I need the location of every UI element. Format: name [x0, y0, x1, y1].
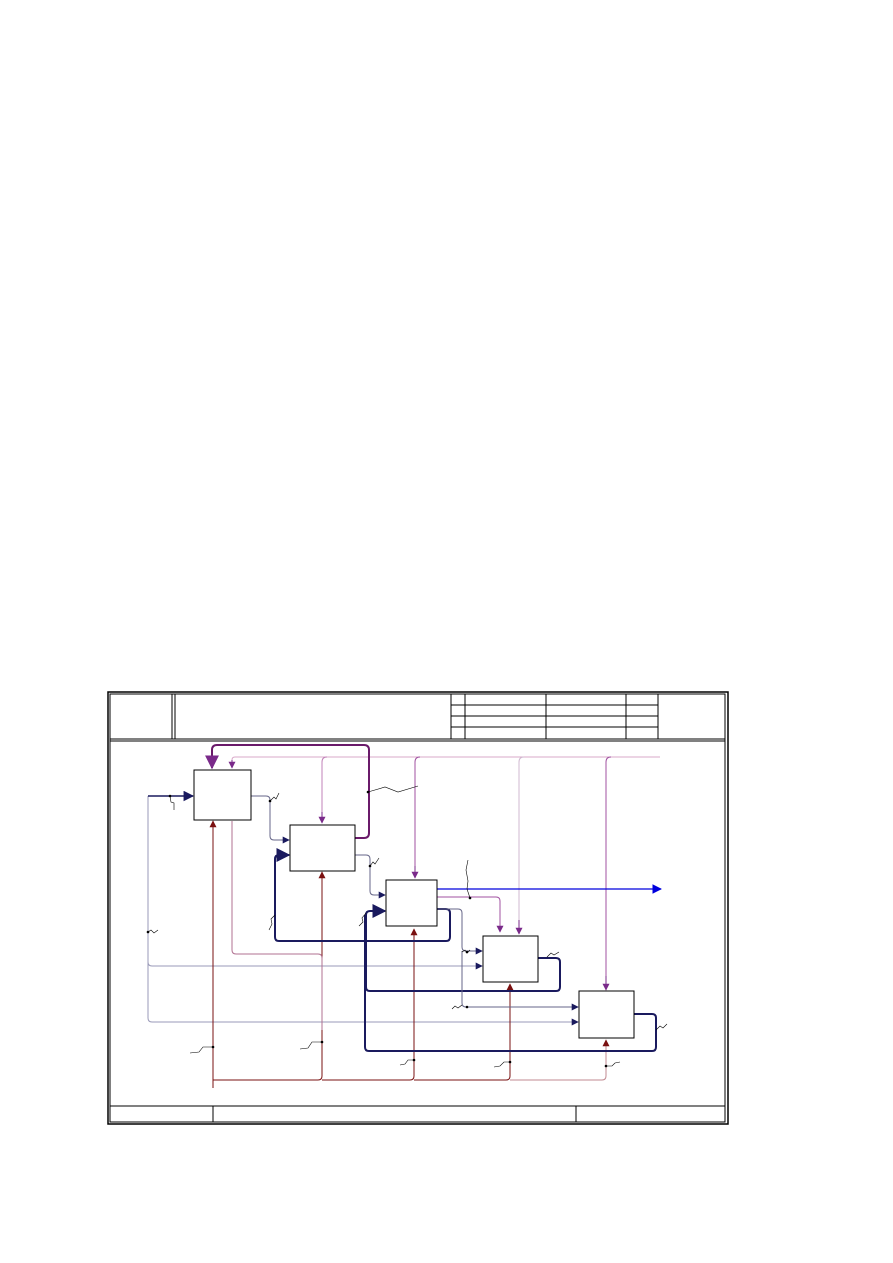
mechanism-loop-a1: [231, 821, 323, 1030]
label-leaders: [146, 785, 668, 1068]
activity-box-a2[interactable]: [289, 824, 356, 872]
diagram-frame: [107, 691, 729, 1125]
activity-box-a5[interactable]: [578, 990, 635, 1039]
gray-input-lines: [147, 796, 573, 1023]
activity-box-a1[interactable]: [193, 769, 252, 821]
activity-boxes: [193, 769, 635, 1039]
mechanism-lines: [209, 820, 610, 1088]
activity-box-a3[interactable]: [385, 879, 438, 927]
light-control-lines: [231, 756, 660, 988]
feedback-loop-a2-a1: [205, 744, 370, 839]
activity-box-a4[interactable]: [482, 935, 539, 983]
feedback-loops: [274, 848, 657, 1052]
control-arrows: [228, 760, 610, 991]
